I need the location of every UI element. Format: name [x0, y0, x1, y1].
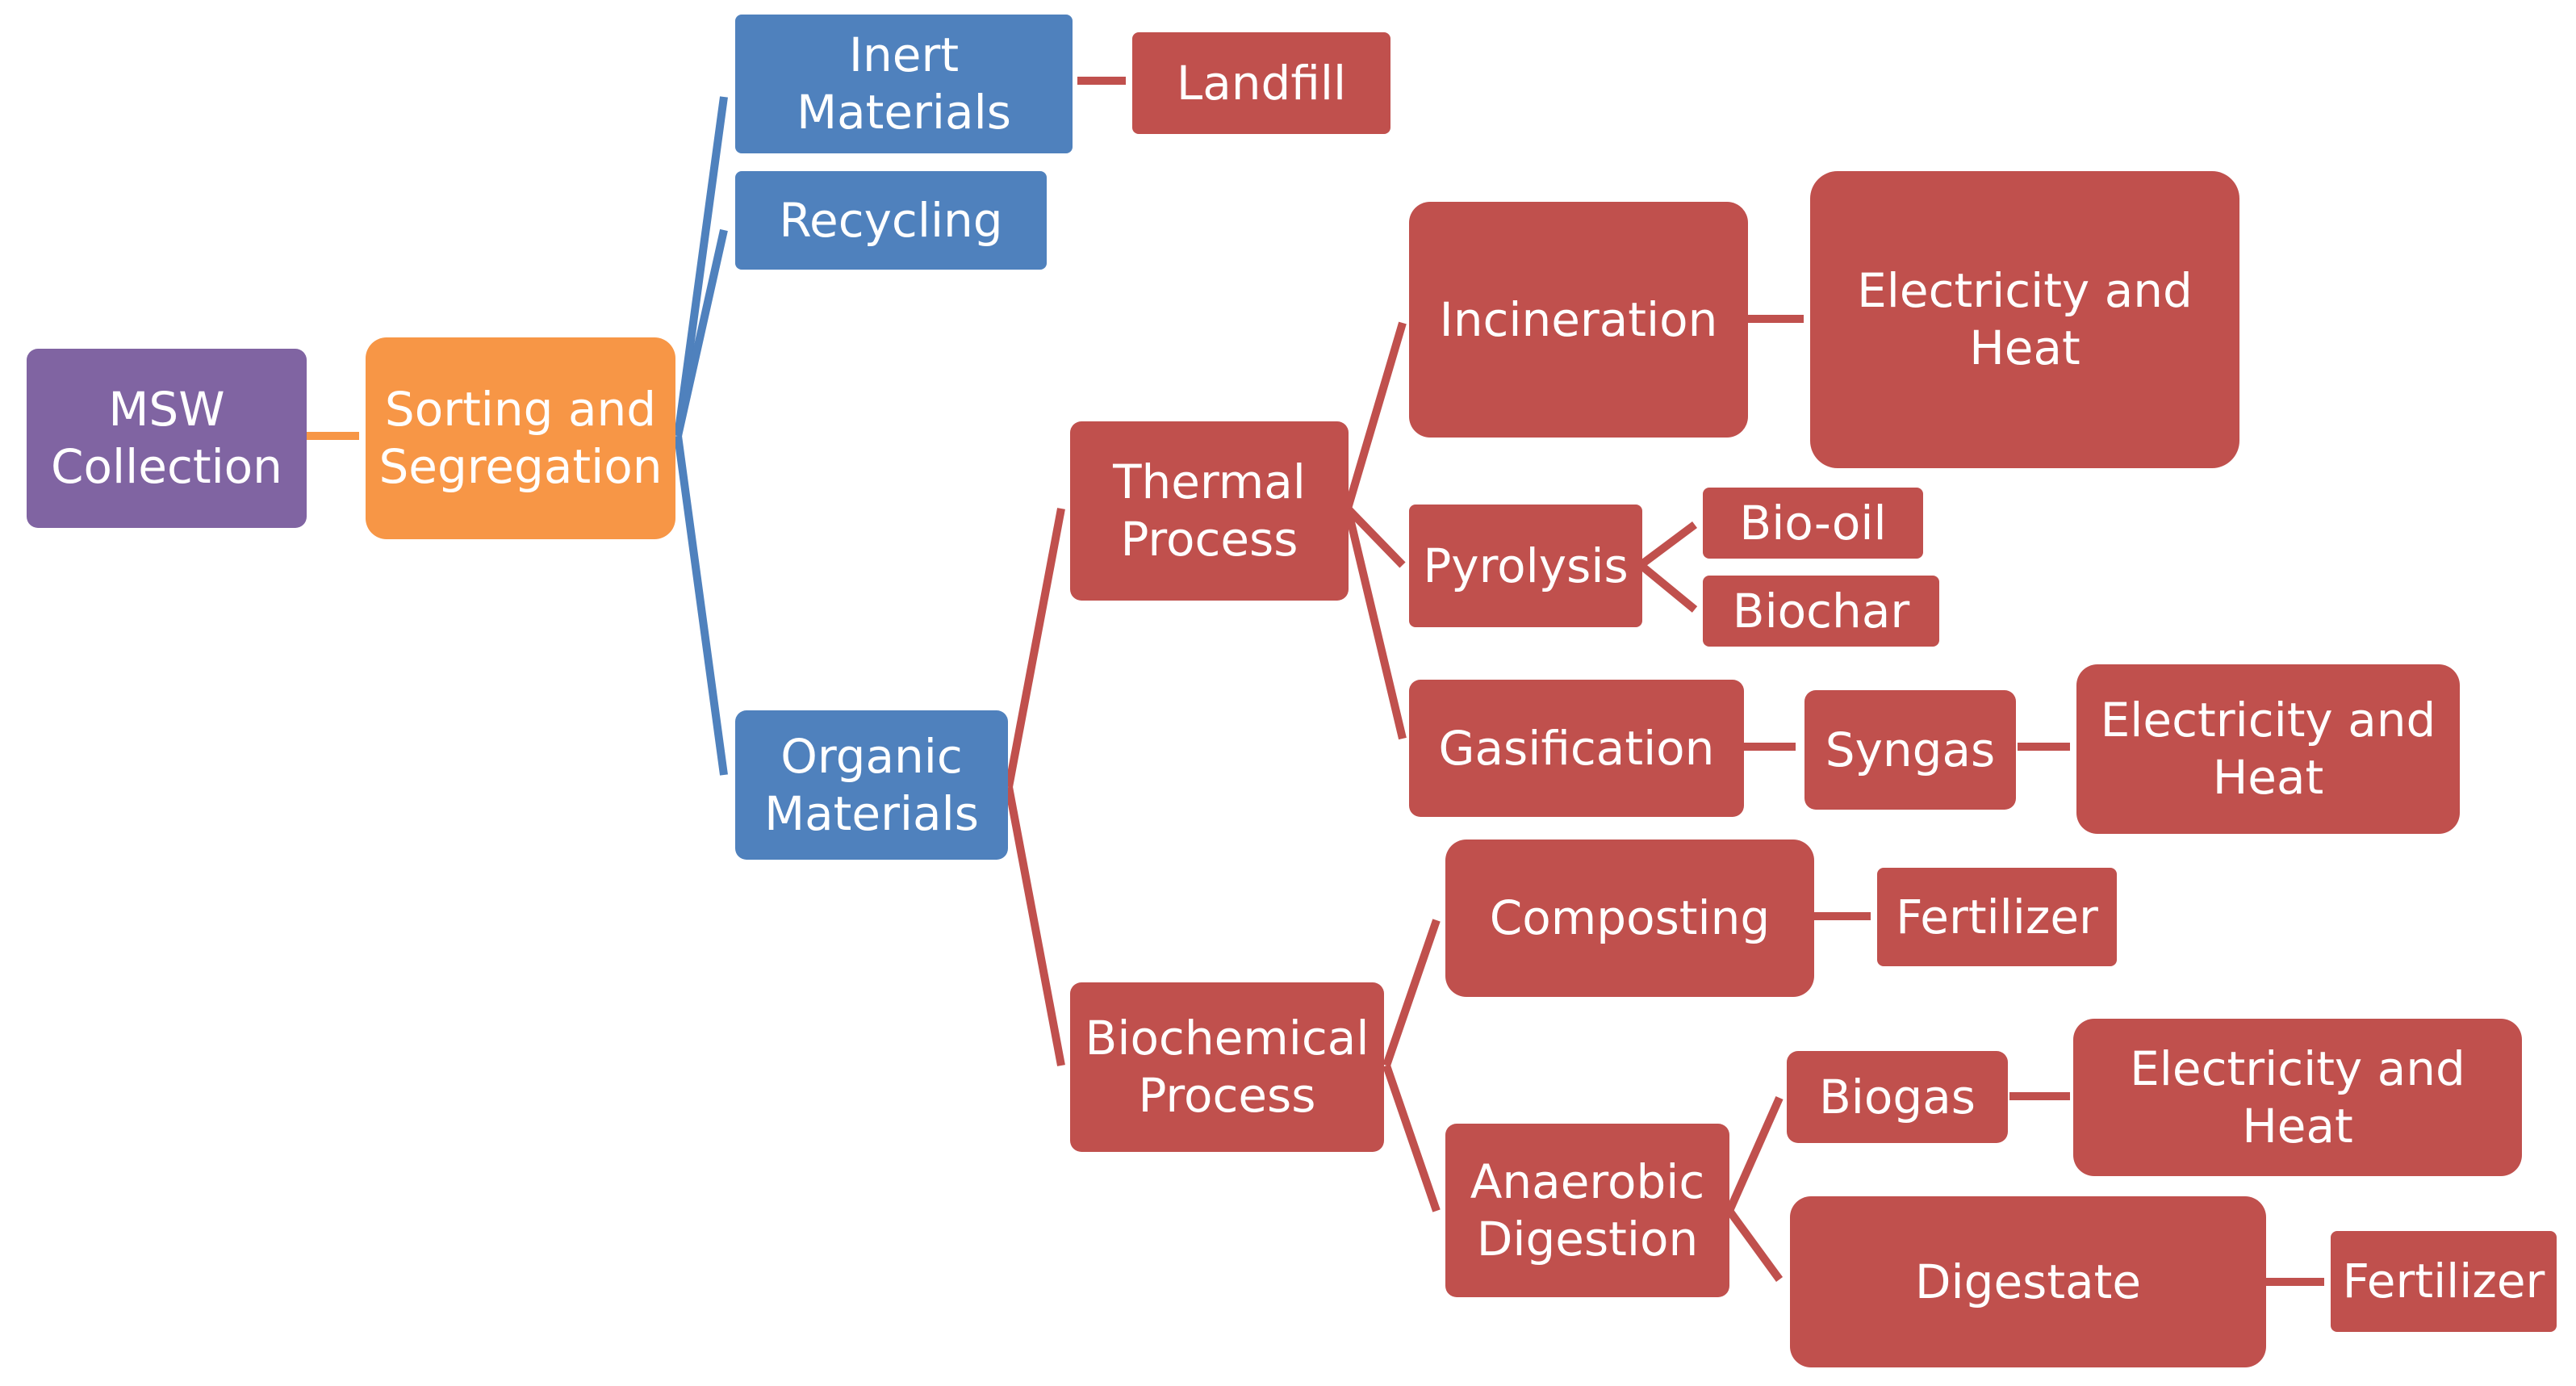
node-fertilizer-composting: Fertilizer: [1877, 868, 2117, 966]
link-anaerobic-digestate: [1725, 1208, 1784, 1282]
node-gasification: Gasification: [1409, 680, 1744, 817]
link-organic-biochemical: [1005, 786, 1065, 1066]
node-electricity-heat-biogas: Electricity and Heat: [2073, 1019, 2522, 1176]
node-inert-materials: Inert Materials: [735, 15, 1073, 153]
node-biochemical-process: Biochemical Process: [1070, 982, 1384, 1152]
node-incineration: Incineration: [1409, 202, 1748, 438]
node-landfill: Landfill: [1132, 32, 1390, 134]
node-organic-materials: Organic Materials: [735, 710, 1008, 860]
node-sorting-segregation: Sorting and Segregation: [366, 337, 675, 539]
link-sorting-organic: [674, 435, 728, 776]
link-sorting-inert: [674, 96, 728, 437]
link-thermal-gasification: [1344, 507, 1407, 740]
link-pyrolysis-biochar: [1637, 562, 1698, 613]
node-thermal-process: Thermal Process: [1070, 421, 1349, 601]
node-electricity-heat-incineration: Electricity and Heat: [1810, 171, 2239, 468]
node-recycling: Recycling: [735, 171, 1047, 270]
node-fertilizer-digestate: Fertilizer: [2331, 1231, 2557, 1332]
node-digestate: Digestate: [1790, 1196, 2266, 1367]
node-anaerobic-digestion: Anaerobic Digestion: [1445, 1124, 1729, 1297]
node-bio-oil: Bio-oil: [1703, 488, 1923, 559]
link-biochemical-composting: [1382, 919, 1441, 1067]
node-biochar: Biochar: [1703, 576, 1939, 647]
node-composting: Composting: [1445, 840, 1814, 997]
node-electricity-heat-syngas: Electricity and Heat: [2076, 664, 2460, 834]
link-thermal-incineration: [1344, 321, 1407, 510]
node-pyrolysis: Pyrolysis: [1409, 505, 1642, 627]
link-pyrolysis-biooil: [1638, 521, 1697, 569]
link-sorting-recycling: [674, 228, 728, 438]
node-biogas: Biogas: [1787, 1051, 2008, 1143]
node-msw-collection: MSW Collection: [27, 349, 307, 528]
link-anaerobic-biogas: [1725, 1095, 1784, 1213]
link-thermal-pyrolysis: [1344, 505, 1406, 568]
node-syngas: Syngas: [1804, 690, 2016, 810]
link-biochemical-anaerobic: [1382, 1064, 1441, 1212]
link-organic-thermal: [1005, 508, 1065, 788]
